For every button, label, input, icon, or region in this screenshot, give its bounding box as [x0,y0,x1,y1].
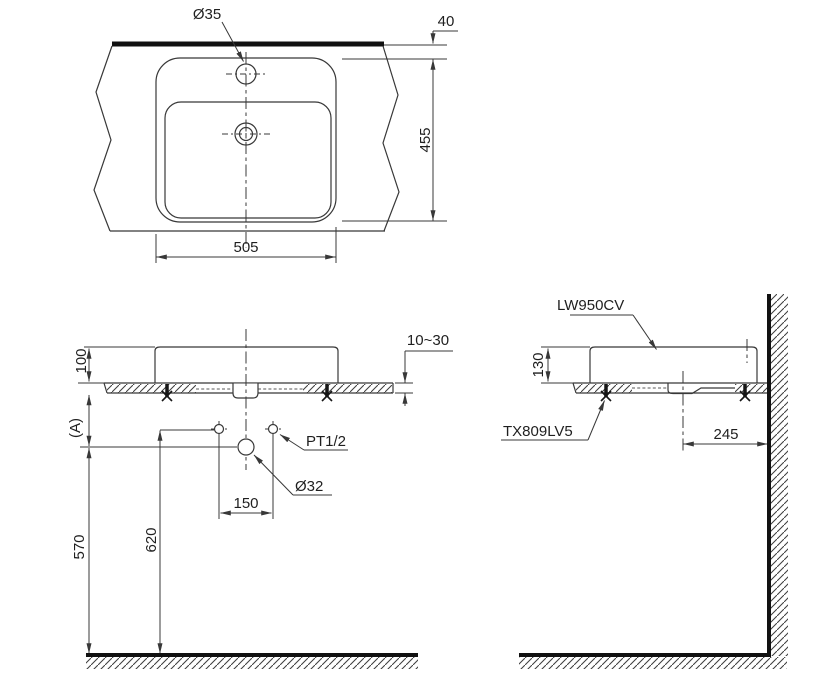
break-line-left [93,45,113,232]
dim620-label: 620 [143,527,160,552]
drain-outlet-front [237,438,255,456]
bolt-leader [587,400,605,441]
bolt-cross-2 [321,390,333,402]
basin-bowl-outline [164,101,332,219]
bolt-cross-2 [161,390,173,402]
mounting-bolt-left [161,384,173,402]
counter-hatch-left [107,384,196,393]
dim150-label: 150 [233,495,258,512]
mounting-bolt-front-side [600,384,612,402]
supply-hole-left [213,423,225,435]
floor-hatch-front [86,657,418,669]
drain-recess-side [667,383,735,395]
drain-dia-leader [253,454,294,496]
front-view: 100 10~30 (A) [67,329,453,669]
mounting-bolt-right [321,384,333,402]
mounting-bolt-back-side [739,384,751,402]
supply-leader [279,434,305,451]
dim1030-label: 10~30 [407,332,449,349]
bolt-cross-2 [600,390,612,402]
faucet-dia-leader [221,21,244,62]
faucet-dia-label: Ø35 [193,6,221,23]
bolt-cross-2 [739,390,751,402]
counter-hatch-left-side [576,384,632,393]
counter-hatch-right [303,384,392,393]
floor-hatch-side [519,657,787,669]
break-line-right [382,45,400,232]
supply-hole-right [267,423,279,435]
dimA-label: (A) [67,418,84,438]
bolt-label: TX809LV5 [503,423,573,440]
dim505-label: 505 [233,239,258,256]
supply-label: PT1/2 [306,433,346,450]
dim455-label: 455 [417,127,434,152]
counter-left-cut [103,382,108,394]
basin-side-outline [589,346,758,383]
drain-dia-label: Ø32 [295,478,323,495]
model-leader [632,314,657,350]
model-label: LW950CV [557,297,624,314]
plan-view: Ø35 40 455 505 [93,6,458,263]
dim40-label: 40 [438,13,455,30]
wall-hatch [771,294,788,656]
side-view: 130 LW950CV TX809LV5 [501,294,788,669]
dim245-label: 245 [713,426,738,443]
dim130-label: 130 [530,352,547,377]
dim570-label: 570 [71,534,88,559]
counter-hatch-right-side [735,384,768,393]
counter-left-cut-side [572,382,577,394]
dim100-label: 100 [73,348,90,373]
